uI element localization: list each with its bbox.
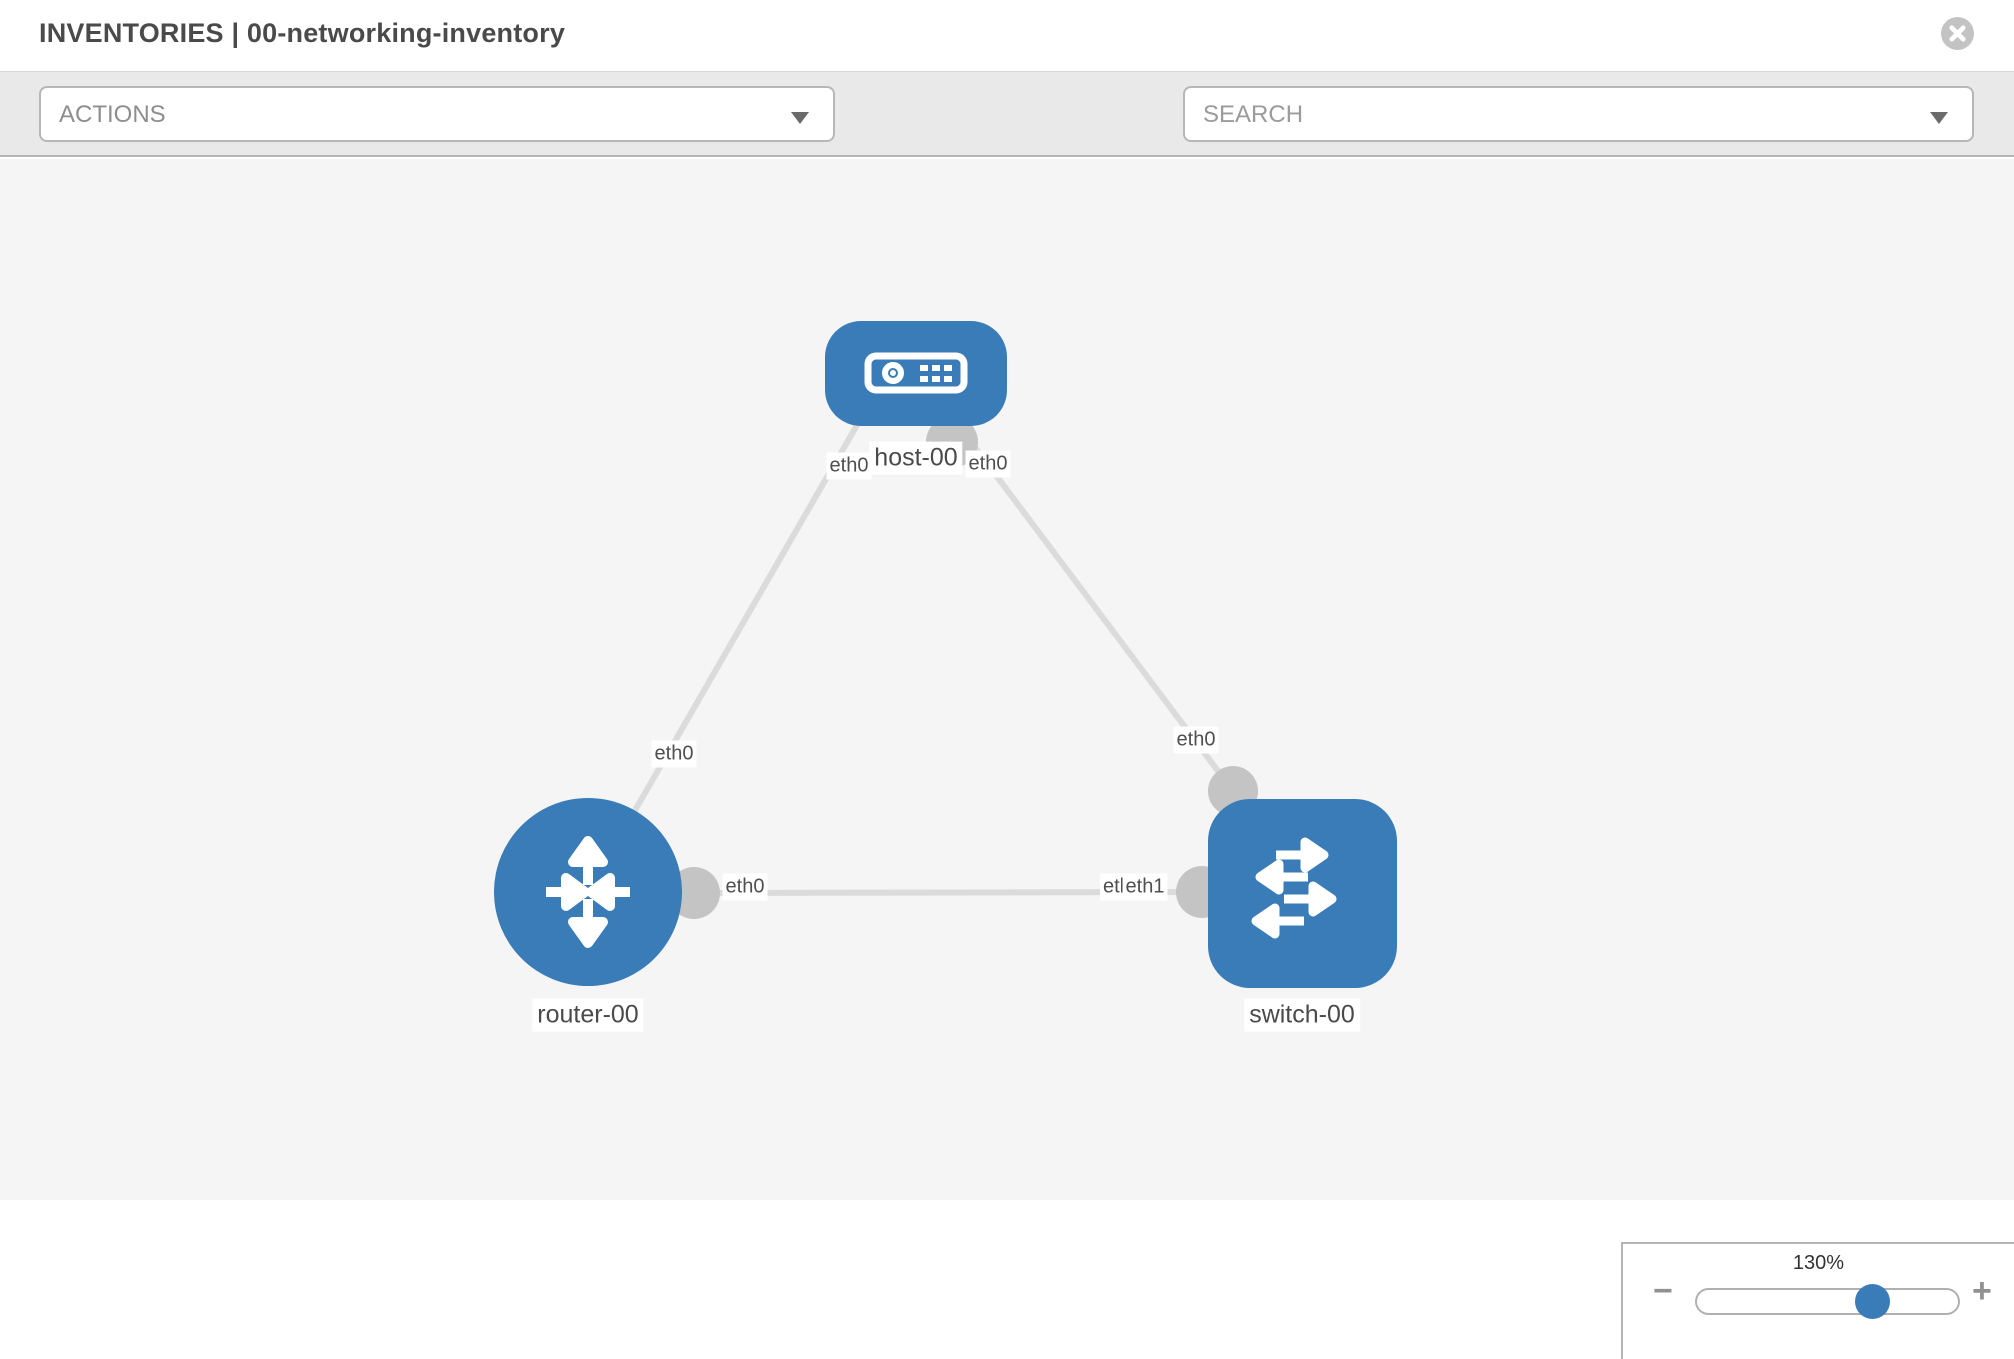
host-icon (864, 352, 968, 394)
router-icon (546, 836, 630, 948)
close-icon (1949, 25, 1966, 42)
node-host-00[interactable] (825, 321, 1007, 426)
link-host00-router00[interactable] (585, 397, 875, 894)
node-label-switch-00: switch-00 (1244, 998, 1360, 1032)
actions-dropdown-label: ACTIONS (59, 101, 166, 128)
header: INVENTORIES | 00-networking-inventory (0, 0, 2014, 72)
search-placeholder: SEARCH (1203, 101, 1304, 128)
interface-label: eth1 (1122, 873, 1168, 901)
topology-svg (494, 321, 1397, 988)
interface-label: eth0 (722, 873, 768, 901)
interface-label: eth0 (1173, 726, 1219, 754)
zoom-out-button[interactable]: − (1653, 1272, 1673, 1310)
zoom-level-label: 130% (1792, 1252, 1845, 1274)
zoom-in-button[interactable]: + (1972, 1272, 1992, 1310)
node-label-router-00: router-00 (532, 998, 644, 1032)
interface-label: eth0 (826, 452, 872, 480)
zoom-slider-thumb[interactable] (1855, 1284, 1890, 1319)
chevron-down-icon (1930, 112, 1948, 124)
node-router-00[interactable] (494, 798, 682, 986)
port-layer (668, 416, 1258, 919)
toolbar: ACTIONS SEARCH (0, 72, 2014, 206)
interface-label: eth0 (965, 450, 1011, 478)
topology-canvas[interactable]: eth0 eth0 eth0 eth0 eth1 eth0 eth0 host-… (0, 159, 2014, 1359)
interface-label: eth0 (651, 740, 697, 768)
search-dropdown[interactable]: SEARCH (1183, 86, 1974, 142)
chevron-down-icon (791, 112, 809, 124)
close-button[interactable] (1941, 17, 1974, 50)
node-switch-00[interactable] (1208, 799, 1397, 988)
zoom-panel: 130% − + (1621, 1242, 2014, 1359)
zoom-slider[interactable] (1695, 1284, 1960, 1319)
page-title: INVENTORIES | 00-networking-inventory (39, 18, 566, 48)
actions-dropdown[interactable]: ACTIONS (39, 86, 835, 142)
node-label-host-00: host-00 (869, 441, 963, 475)
switch-icon (1251, 837, 1337, 939)
